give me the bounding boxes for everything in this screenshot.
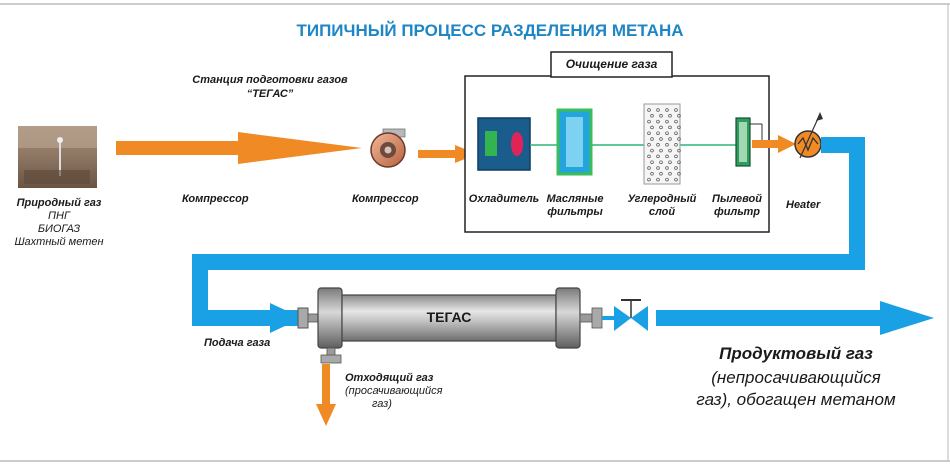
source-item-mine-methane: Шахтный метен: [14, 236, 104, 248]
source-item-biogas: БИОГАЗ: [37, 223, 81, 235]
product-gas-note-2: газ), обогащен метаном: [696, 390, 896, 409]
blue-pipe: [192, 137, 865, 326]
oil-filter-label-1: Масляные: [546, 193, 604, 205]
membrane-module: [297, 287, 603, 364]
cooler-icon: [477, 117, 531, 171]
heater-label: Heater: [786, 199, 821, 211]
natural-gas-title: Природный газ: [16, 197, 102, 209]
station-label-line1: Станция подготовки газов: [192, 74, 348, 86]
blue-pipe-arrowhead: [270, 303, 302, 333]
dust-out-arrow: [752, 135, 796, 153]
cooler-label: Охладитель: [468, 193, 540, 205]
compressor-arrow-label: Компрессор: [182, 193, 249, 205]
carbon-layer-icon: [643, 103, 681, 185]
compressor-out-arrow: [418, 145, 477, 163]
dust-filter-label-1: Пылевой: [712, 193, 762, 205]
waste-gas-title: Отходящий газ: [345, 372, 434, 384]
waste-gas-note-1: (просачивающийся: [345, 385, 443, 397]
product-gas-note-1: (непросачивающийся: [711, 368, 881, 387]
waste-gas-note-2: газ): [372, 398, 392, 410]
feed-label: Подача газа: [204, 337, 271, 349]
compressor-icon: [370, 128, 406, 168]
oil-filter-label-2: фильтры: [547, 206, 603, 218]
membrane-label: ТЕГАС: [426, 309, 472, 325]
carbon-layer-label-2: слой: [648, 206, 676, 218]
page-title: ТИПИЧНЫЙ ПРОЦЕСС РАЗДЕЛЕНИЯ МЕТАНА: [296, 21, 684, 40]
oil-filter-icon: [556, 108, 593, 176]
purification-label-box: [550, 51, 673, 78]
valve-icon: [614, 299, 648, 331]
product-arrow: [656, 301, 934, 335]
station-label-line2: “ТЕГАС”: [246, 88, 294, 100]
source-item-png: ПНГ: [48, 210, 70, 222]
carbon-layer-label-1: Углеродный: [627, 193, 697, 205]
feed-arrow-orange: [116, 132, 362, 164]
waste-arrow: [316, 364, 336, 426]
dust-filter-icon: [735, 117, 763, 167]
product-gas-title: Продуктовый газ: [719, 344, 873, 363]
compressor-label: Компрессор: [352, 193, 419, 205]
heater-icon: [794, 112, 823, 159]
dust-filter-label-2: фильтр: [713, 206, 761, 218]
natural-gas-photo: [18, 126, 97, 188]
purification-label: Очищение газа: [565, 57, 658, 71]
